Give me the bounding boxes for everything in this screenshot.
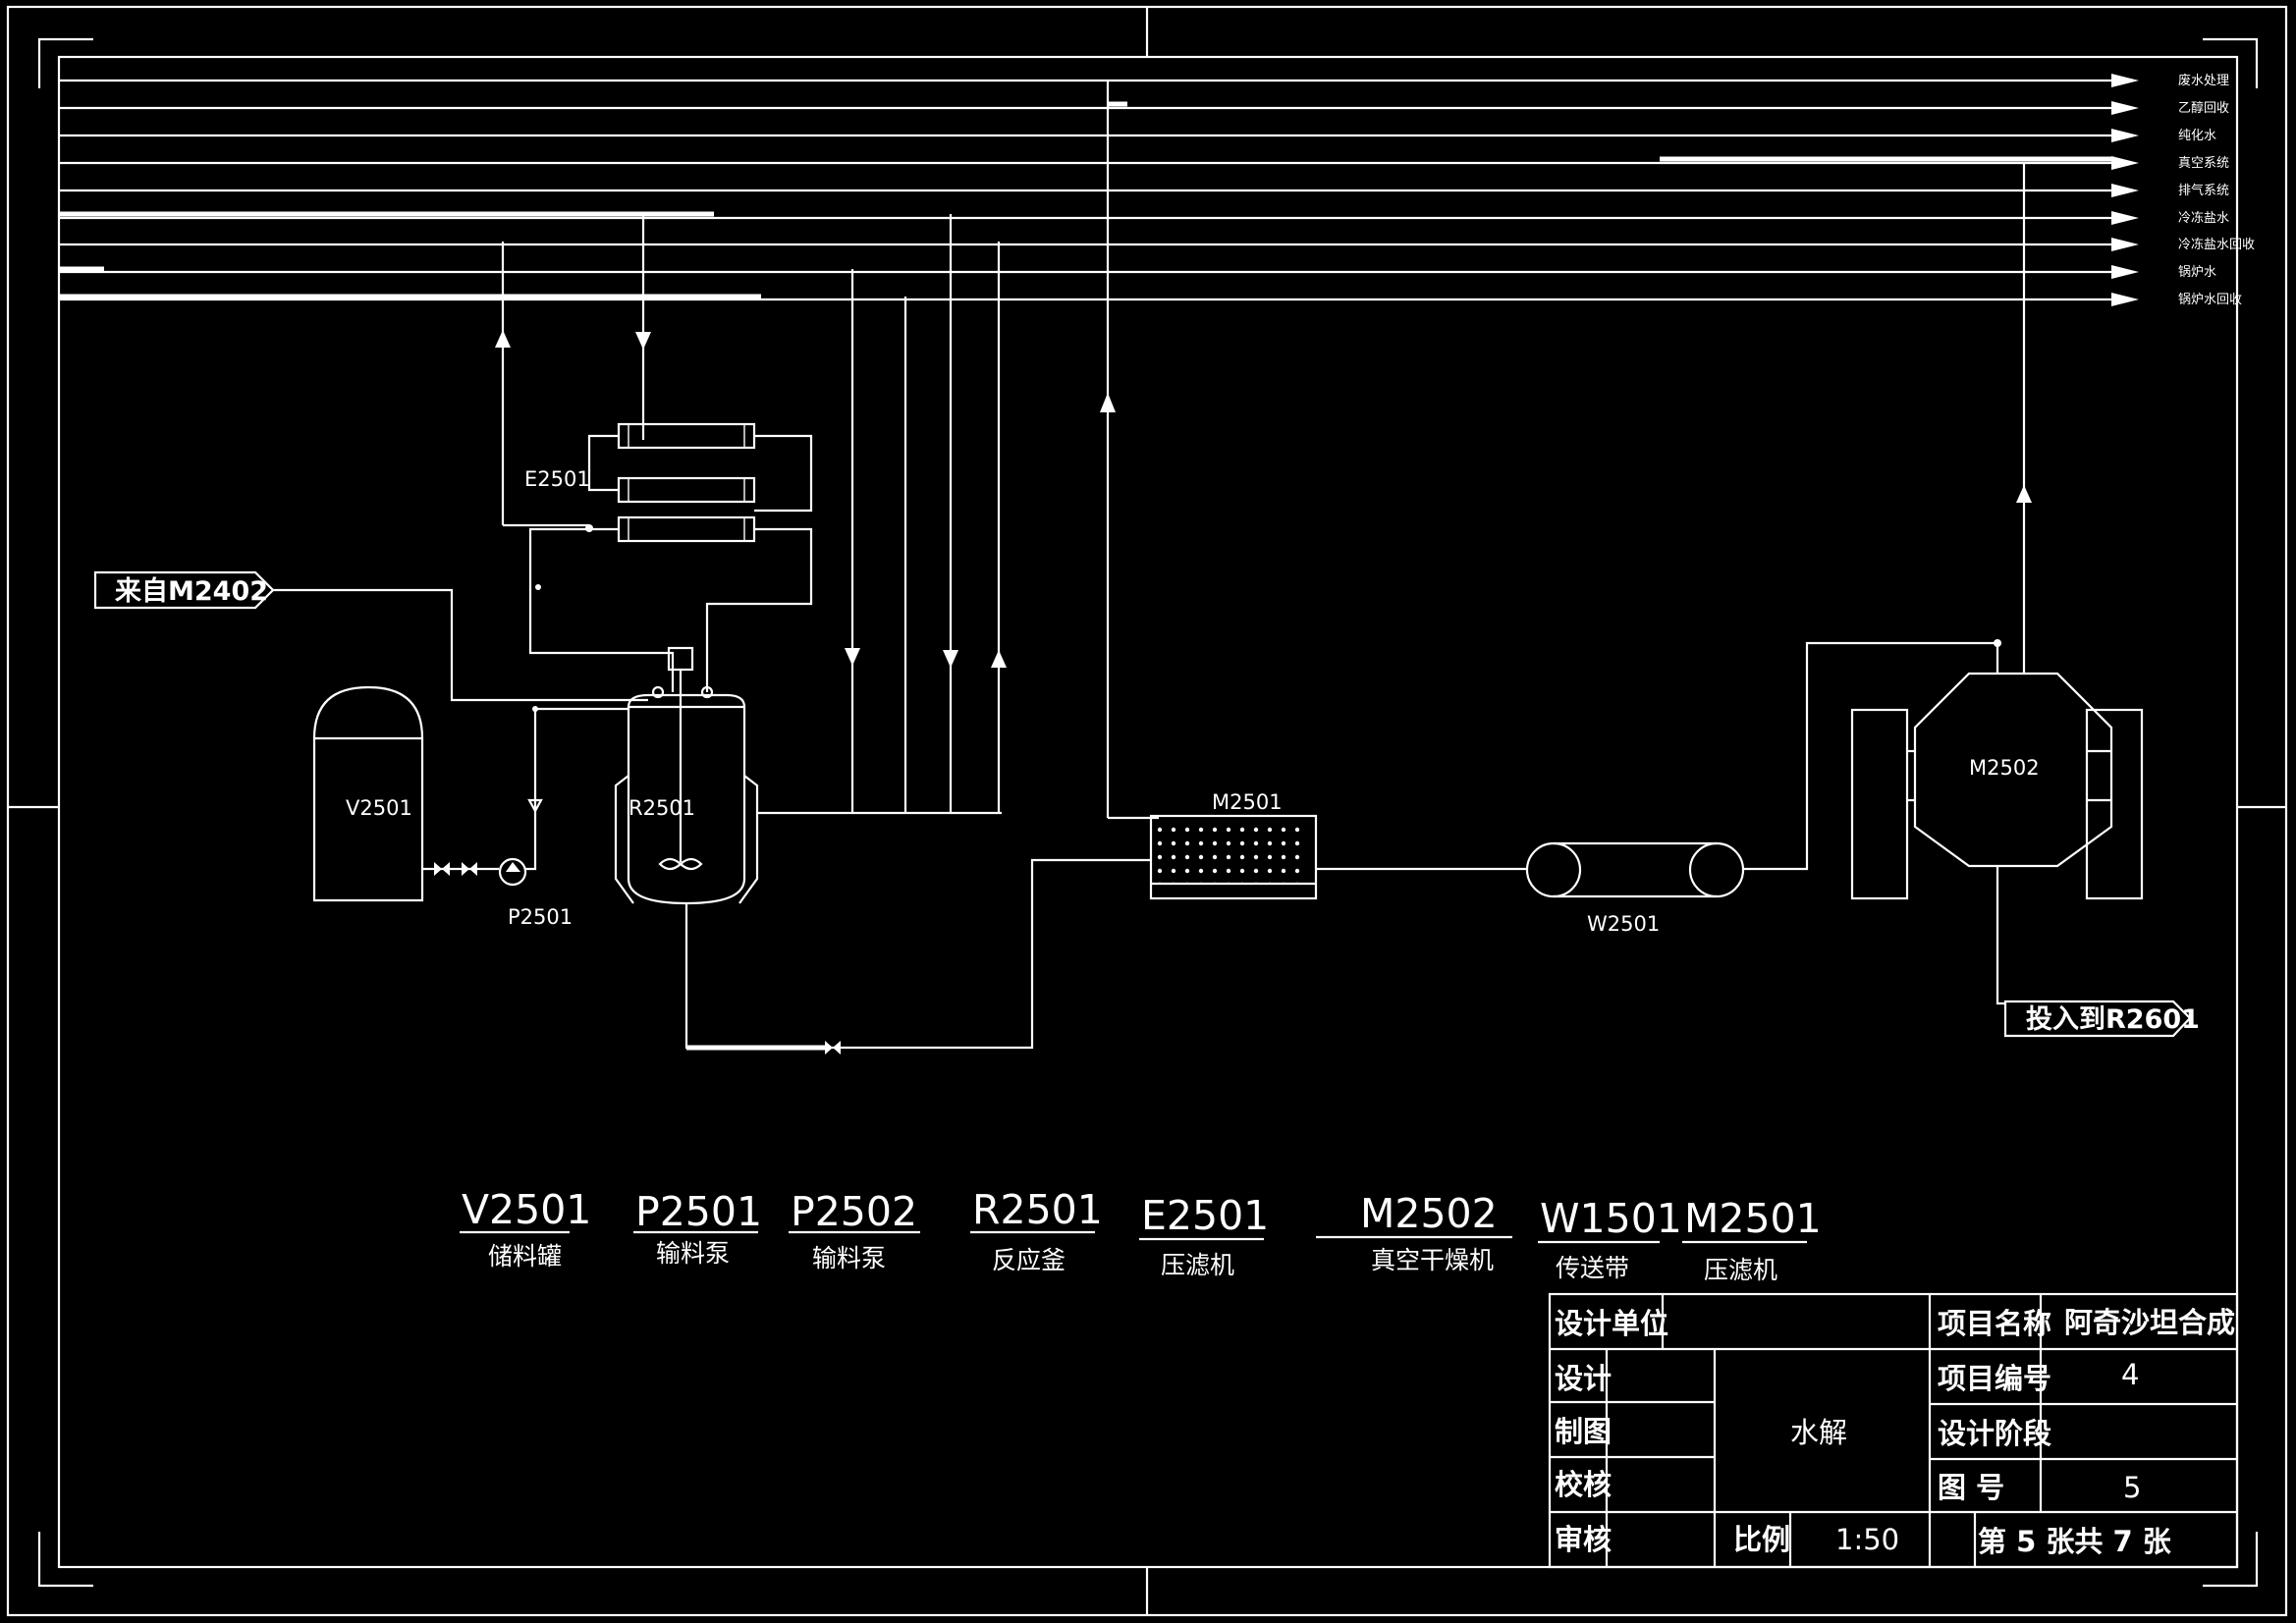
outlet-flag: 投入到R2601 (2003, 1000, 2200, 1038)
svg-text:输料泵: 输料泵 (656, 1239, 730, 1268)
legend-item: M2501 压滤机 (1682, 1195, 1822, 1284)
design-stage-label: 设计阶段 (1938, 1417, 2051, 1450)
pump-p2501 (422, 706, 629, 887)
design-unit-label: 设计单位 (1555, 1307, 1668, 1340)
feed-line (273, 588, 648, 702)
svg-text:P2501: P2501 (635, 1188, 762, 1235)
utility-line: 排气系统 (59, 183, 2229, 198)
utility-line-label: 冷冻盐水 (2178, 210, 2229, 226)
svg-text:E2501: E2501 (1141, 1192, 1269, 1239)
tag-p2501: P2501 (508, 905, 573, 929)
inlet-flag-text: 来自M2402 (115, 575, 268, 607)
legend-item: V2501 储料罐 (460, 1186, 591, 1271)
svg-text:储料罐: 储料罐 (488, 1242, 562, 1271)
utility-line-label: 锅炉水 (2178, 264, 2216, 280)
drawing-no-value: 5 (2123, 1471, 2141, 1504)
utility-line: 冷冻盐水 (59, 210, 2229, 226)
utility-line-label: 排气系统 (2178, 183, 2229, 198)
utility-line: 锅炉水 (59, 264, 2216, 280)
legend-item: P2501 输料泵 (633, 1188, 762, 1268)
condenser-e2501 (528, 422, 813, 692)
sheet-text: 第 5 张共 7 张 (1978, 1525, 2172, 1558)
legend-item: P2502 输料泵 (789, 1188, 920, 1272)
project-no-value: 4 (2121, 1358, 2139, 1391)
tag-e2501: E2501 (524, 467, 590, 491)
storage-tank-v2501 (312, 685, 424, 902)
utility-line-label: 真空系统 (2178, 156, 2229, 171)
conveyor-w2501 (1525, 639, 2001, 898)
outlet-flag-text: 投入到R2601 (2026, 1004, 2200, 1035)
utility-line: 锅炉水回收 (59, 292, 2242, 307)
legend-item: E2501 压滤机 (1139, 1192, 1269, 1279)
utility-line-label: 乙醇回收 (2178, 100, 2229, 116)
svg-text:真空干燥机: 真空干燥机 (1371, 1246, 1494, 1274)
tag-m2502: M2502 (1969, 756, 2040, 780)
tag-v2501: V2501 (346, 796, 412, 820)
legend-item: R2501 反应釜 (970, 1186, 1103, 1274)
tag-m2501: M2501 (1212, 790, 1283, 814)
svg-text:M2501: M2501 (1684, 1195, 1822, 1242)
drawing-title: 水解 (1790, 1416, 1847, 1449)
utility-line-label: 冷冻盐水回收 (2178, 237, 2255, 252)
svg-text:V2501: V2501 (462, 1186, 591, 1233)
utility-line: 冷冻盐水回收 (59, 237, 2255, 252)
scale-value: 1:50 (1835, 1523, 1899, 1556)
utility-drops (495, 81, 2032, 820)
vacuum-dryer-m2502 (1850, 643, 2144, 1005)
svg-text:压滤机: 压滤机 (1161, 1251, 1234, 1279)
svg-text:输料泵: 输料泵 (812, 1244, 886, 1272)
project-name-label: 项目名称 (1938, 1307, 2051, 1340)
drawing-frame (6, 5, 2288, 1617)
utility-line: 乙醇回收 (59, 100, 2229, 116)
utility-line: 纯化水 (59, 129, 2216, 143)
svg-text:M2502: M2502 (1360, 1190, 1498, 1237)
drawing-label: 制图 (1555, 1415, 1612, 1448)
utility-line-label: 锅炉水回收 (2178, 292, 2242, 307)
equipment-tags: V2501 P2501 R2501 E2501 M2501 W2501 M250… (346, 467, 2040, 936)
tag-w2501: W2501 (1587, 912, 1660, 936)
svg-text:传送带: 传送带 (1556, 1254, 1629, 1282)
equipment-legend: V2501 储料罐 P2501 输料泵 P2502 输料泵 R2501 反应釜 … (460, 1186, 1822, 1284)
title-block: 设计单位 项目名称 阿奇沙坦合成 设计 制图 校核 审核 水解 项目编号 4 设… (1548, 1292, 2239, 1569)
scale-label: 比例 (1733, 1523, 1790, 1556)
legend-item: W1501 传送带 (1538, 1195, 1682, 1282)
reactor-r2501 (614, 646, 1151, 1055)
svg-text:反应釜: 反应釜 (992, 1246, 1066, 1274)
design-label: 设计 (1555, 1362, 1612, 1395)
utility-line: 废水处理 (59, 73, 2229, 88)
tag-r2501: R2501 (629, 796, 695, 820)
svg-text:W1501: W1501 (1540, 1195, 1682, 1242)
utility-line-label: 纯化水 (2178, 129, 2216, 143)
inlet-flag: 来自M2402 (93, 570, 275, 610)
utility-line: 真空系统 (59, 156, 2229, 171)
project-name-value: 阿奇沙坦合成 (2064, 1306, 2235, 1339)
svg-text:P2502: P2502 (791, 1188, 917, 1235)
review-label: 审核 (1555, 1523, 1612, 1556)
drawing-no-label: 图 号 (1938, 1471, 2004, 1504)
svg-text:压滤机: 压滤机 (1704, 1256, 1777, 1284)
svg-text:R2501: R2501 (972, 1186, 1103, 1233)
project-no-label: 项目编号 (1938, 1362, 2051, 1395)
legend-item: M2502 真空干燥机 (1316, 1190, 1512, 1274)
utility-line-label: 废水处理 (2178, 73, 2229, 88)
filter-press-m2501 (1149, 814, 1527, 900)
check-label: 校核 (1555, 1468, 1612, 1501)
